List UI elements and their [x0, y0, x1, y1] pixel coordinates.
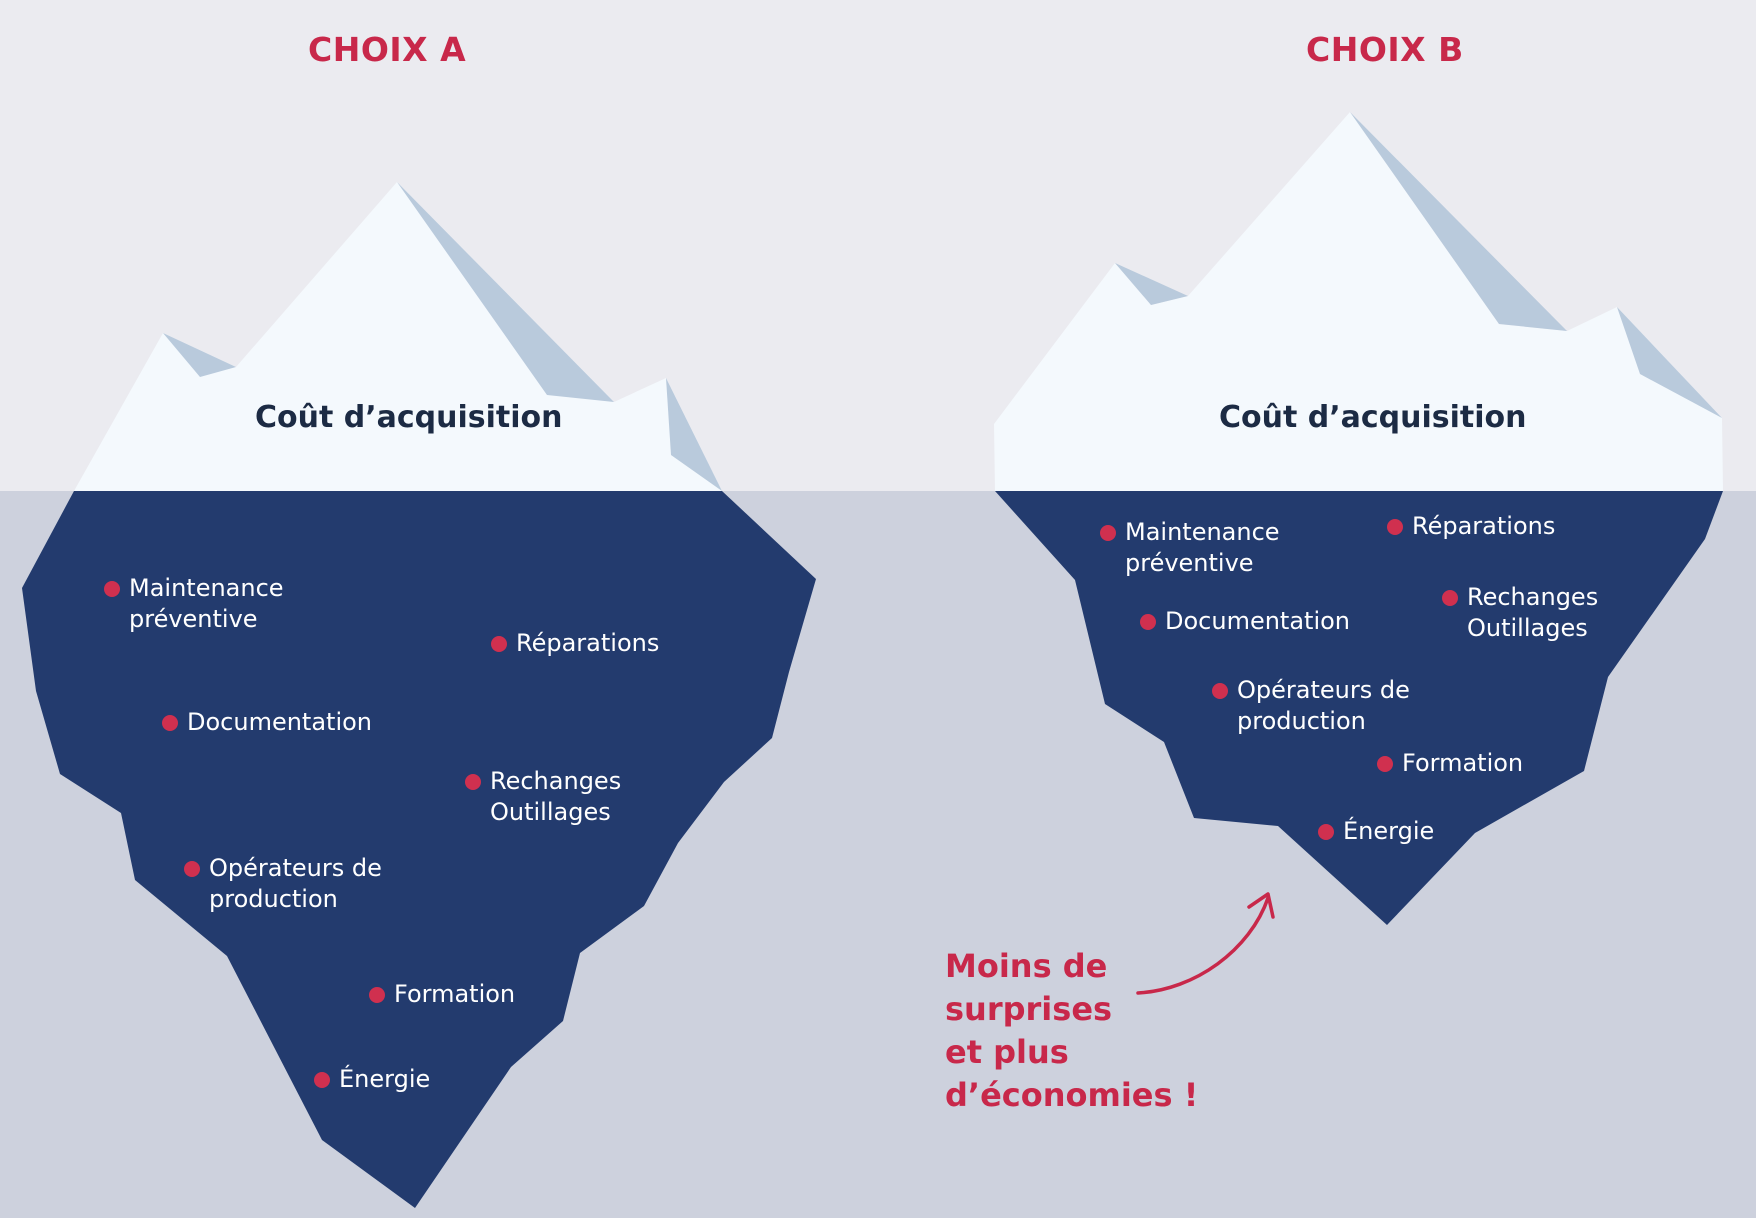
annotation-text: Moins de surprises et plus d’économies !: [945, 947, 1199, 1114]
iceberg-b-underwater: [995, 491, 1723, 925]
choice-a-item-repairs: Réparations: [491, 628, 659, 659]
choice-b-item-energy: Énergie: [1318, 816, 1434, 847]
iceberg-a: [22, 182, 816, 1208]
bullet-icon: [1100, 525, 1116, 541]
iceberg-a-shadow-1: [397, 182, 614, 402]
bullet-icon: [1442, 590, 1458, 606]
choice-a-acquisition-cost-label: Coût d’acquisition: [255, 400, 563, 435]
bullet-icon: [369, 987, 385, 1003]
choice-b-item-operators: Opérateurs de production: [1212, 675, 1410, 737]
bullet-icon: [162, 715, 178, 731]
choice-b-item-spare-parts: Rechanges Outillages: [1442, 582, 1598, 644]
choice-b-item-maintenance: Maintenance préventive: [1100, 517, 1280, 579]
bullet-icon: [1318, 824, 1334, 840]
choice-a-title: CHOIX A: [308, 30, 467, 69]
iceberg-b-shadow-2: [1115, 263, 1188, 305]
iceberg-a-shadow-2: [163, 333, 236, 377]
choice-b-item-documentation: Documentation: [1140, 606, 1350, 637]
choice-a-item-operators: Opérateurs de production: [184, 853, 382, 915]
choice-a-item-maintenance: Maintenance préventive: [104, 573, 284, 635]
iceberg-a-tip: [74, 182, 722, 491]
choice-b-acquisition-cost-label: Coût d’acquisition: [1219, 400, 1527, 435]
choice-b-title: CHOIX B: [1306, 30, 1464, 69]
bullet-icon: [314, 1072, 330, 1088]
choice-a-item-spare-parts: Rechanges Outillages: [465, 766, 621, 828]
bullet-icon: [491, 636, 507, 652]
iceberg-a-shadow-3: [666, 378, 722, 491]
bullet-icon: [465, 774, 481, 790]
bullet-icon: [104, 581, 120, 597]
iceberg-a-underwater: [22, 491, 816, 1208]
bullet-icon: [1212, 683, 1228, 699]
bullet-icon: [1387, 519, 1403, 535]
bullet-icon: [184, 861, 200, 877]
bullet-icon: [1377, 756, 1393, 772]
bullet-icon: [1140, 614, 1156, 630]
iceberg-b-shadow-3: [1617, 307, 1722, 418]
iceberg-b-tip: [994, 112, 1723, 491]
choice-b-item-training: Formation: [1377, 748, 1523, 779]
choice-a-item-energy: Énergie: [314, 1064, 430, 1095]
choice-b-item-repairs: Réparations: [1387, 511, 1555, 542]
choice-a-item-documentation: Documentation: [162, 707, 372, 738]
iceberg-b: [994, 112, 1723, 925]
iceberg-b-shadow-1: [1350, 112, 1567, 331]
curved-arrow-icon: [1136, 892, 1275, 995]
choice-a-item-training: Formation: [369, 979, 515, 1010]
